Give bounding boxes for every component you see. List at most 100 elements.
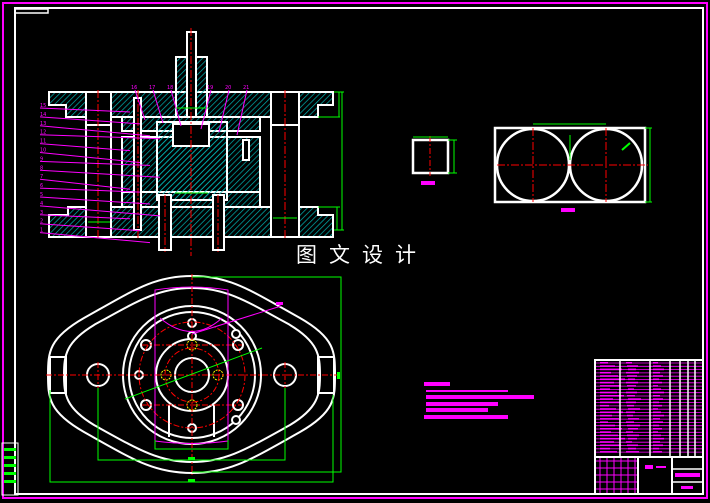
corner-tab bbox=[14, 8, 49, 14]
bom-cell-text bbox=[600, 424, 615, 427]
bom-cell-text bbox=[653, 371, 660, 374]
bom-cell-text bbox=[627, 444, 638, 447]
bolt-hole bbox=[231, 329, 241, 339]
bom-cell-text bbox=[627, 365, 638, 367]
bom-cell-text bbox=[626, 421, 634, 423]
bom-cell-text bbox=[628, 408, 640, 410]
bom-cell-text bbox=[600, 371, 611, 374]
part-number-label: 1 bbox=[40, 228, 43, 234]
leader-line bbox=[39, 196, 151, 205]
screw bbox=[242, 139, 250, 161]
bom-cell-text bbox=[600, 437, 625, 440]
part-number-label: 21 bbox=[243, 85, 249, 91]
bolt-hole bbox=[231, 415, 241, 425]
bom-cell-text bbox=[626, 391, 637, 394]
part-number-label: 5 bbox=[40, 192, 43, 198]
part-number-label: 7 bbox=[40, 174, 43, 180]
leader-line bbox=[39, 214, 131, 220]
bom-cell-text bbox=[600, 421, 608, 423]
technical-notes bbox=[424, 382, 534, 419]
bom-cell-text bbox=[626, 441, 632, 443]
bom-cell-text bbox=[626, 431, 633, 433]
bom-cell-text bbox=[653, 414, 664, 417]
part-number-label: 10 bbox=[40, 148, 46, 154]
bom-cell-text bbox=[628, 378, 635, 381]
bom-cell-text bbox=[653, 441, 660, 443]
leader-line bbox=[152, 89, 164, 124]
bom-cell-text bbox=[600, 411, 623, 414]
leader-line bbox=[39, 169, 161, 178]
leader-line bbox=[39, 187, 141, 193]
bom-cell-text bbox=[600, 385, 621, 387]
bom-cell-text bbox=[653, 398, 663, 400]
bom-cell-text bbox=[653, 451, 662, 453]
bom-cell-text bbox=[653, 434, 661, 437]
part-detail-small[interactable] bbox=[411, 136, 457, 185]
plan-dimensions bbox=[49, 276, 342, 483]
bom-cell-text bbox=[653, 391, 664, 394]
bom-cell-text bbox=[600, 441, 614, 443]
bom-cell-text bbox=[627, 434, 639, 437]
bom-cell-text bbox=[628, 398, 641, 400]
part-number-label: 3 bbox=[40, 210, 43, 216]
bom-cell-text bbox=[627, 414, 633, 417]
leader-line bbox=[200, 89, 212, 130]
bom-cell-text bbox=[600, 391, 617, 394]
part-leader-lines bbox=[39, 89, 248, 244]
leader-line bbox=[39, 178, 131, 190]
leader-line bbox=[39, 160, 151, 166]
part-number-label: 13 bbox=[40, 121, 46, 127]
title-block[interactable] bbox=[594, 359, 704, 495]
section-dimensions bbox=[88, 91, 344, 231]
bom-cell-text bbox=[600, 362, 608, 364]
bom-cell-text bbox=[600, 365, 615, 367]
leader-line bbox=[39, 152, 141, 163]
bom-cell-text bbox=[627, 395, 635, 397]
bom-cell-text bbox=[627, 404, 634, 407]
bom-cell-text bbox=[600, 401, 620, 404]
leader-line bbox=[39, 125, 151, 137]
bom-cell-text bbox=[600, 444, 621, 447]
bom-cell-text bbox=[626, 411, 635, 414]
bom-cell-text bbox=[626, 371, 639, 374]
part-number-label: 19 bbox=[207, 85, 213, 91]
part-number-label: 4 bbox=[40, 201, 43, 207]
inner-frame bbox=[14, 7, 704, 495]
bom-cell-text bbox=[653, 431, 658, 433]
bom-cell-text bbox=[600, 388, 610, 390]
bom-cell-text bbox=[653, 408, 658, 410]
bom-cell-text bbox=[628, 368, 636, 371]
bom-cell-text bbox=[600, 418, 619, 420]
bom-cell-text bbox=[653, 411, 661, 414]
bom-cell-text bbox=[600, 451, 617, 453]
part-number-label: 2 bbox=[40, 219, 43, 225]
detail-label-tag bbox=[421, 181, 435, 185]
part-number-label: 12 bbox=[40, 130, 46, 136]
bom-cell-text bbox=[600, 431, 611, 433]
part-detail-large[interactable] bbox=[493, 123, 652, 212]
bom-cell-text bbox=[653, 424, 659, 427]
part-number-label: 16 bbox=[131, 85, 137, 91]
bom-cell-text bbox=[628, 437, 637, 440]
bom-cell-text bbox=[653, 401, 659, 404]
base-outline bbox=[46, 274, 337, 475]
part-number-label: 18 bbox=[167, 85, 173, 91]
bom-cell-text bbox=[600, 395, 624, 397]
bom-cell-text bbox=[653, 437, 664, 440]
bom-cell-text bbox=[653, 381, 662, 384]
bom-cell-text bbox=[627, 424, 640, 427]
bom-cell-text bbox=[653, 404, 662, 407]
bom-cell-text bbox=[653, 444, 663, 447]
bom-cell-text bbox=[653, 395, 660, 397]
bom-cell-text bbox=[600, 368, 622, 371]
detail-label-tag bbox=[561, 208, 575, 212]
bom-cell-text bbox=[653, 368, 664, 371]
bom-cell-text bbox=[628, 388, 634, 390]
bom-cell-text bbox=[626, 381, 638, 384]
bom-cell-text bbox=[600, 447, 610, 450]
bom-cell-text bbox=[600, 414, 612, 417]
